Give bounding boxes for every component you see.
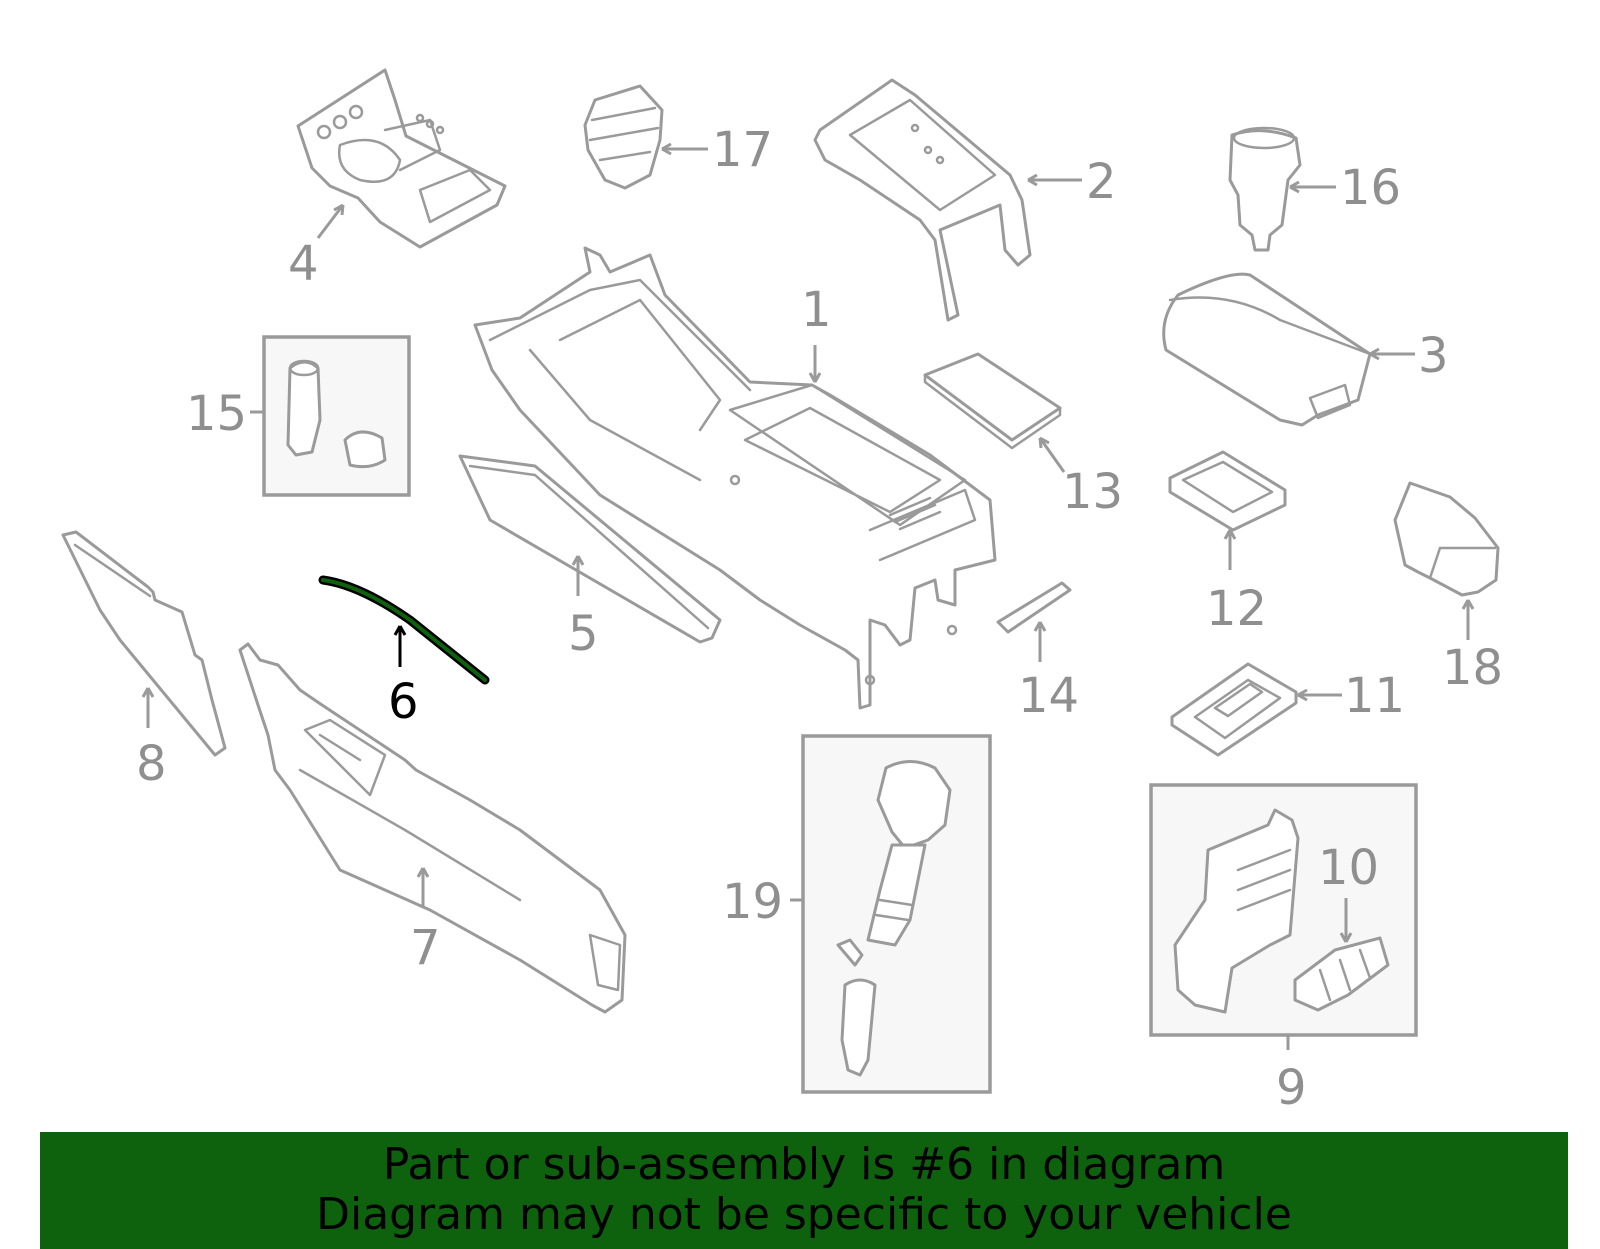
callout-10[interactable]: 10	[1318, 840, 1379, 896]
callout-14[interactable]: 14	[1018, 668, 1079, 724]
part-15-lighter[interactable]	[286, 359, 387, 469]
callout-15[interactable]: 15	[186, 386, 247, 442]
callout-5[interactable]: 5	[568, 606, 599, 662]
part-8-side-panel[interactable]	[61, 530, 227, 757]
callout-7[interactable]: 7	[410, 920, 441, 976]
part-10-cup-insert[interactable]	[1293, 936, 1390, 1012]
callout-4[interactable]: 4	[288, 236, 319, 292]
part-3-armrest-lid[interactable]	[1162, 272, 1372, 427]
callout-8[interactable]: 8	[136, 736, 167, 792]
callout-13[interactable]: 13	[1062, 464, 1123, 520]
part-2-bracket[interactable]	[813, 78, 1032, 322]
callout-16[interactable]: 16	[1340, 160, 1401, 216]
part-6-trim-strip[interactable]	[318, 575, 490, 685]
callout-6[interactable]: 6	[388, 674, 419, 730]
info-banner: Part or sub-assembly is #6 in diagram Di…	[40, 1132, 1568, 1249]
part-12-tray[interactable]	[1168, 450, 1287, 532]
part-16-power-socket[interactable]	[1228, 126, 1302, 252]
callout-3[interactable]: 3	[1418, 328, 1449, 384]
callout-1[interactable]: 1	[801, 282, 832, 338]
banner-line-1: Part or sub-assembly is #6 in diagram	[382, 1139, 1226, 1190]
part-11-coin-tray[interactable]	[1170, 662, 1298, 757]
part-1-console-body[interactable]	[473, 246, 997, 710]
part-7-lower-panel[interactable]	[238, 642, 627, 1014]
callout-19[interactable]: 19	[722, 874, 783, 930]
part-18-switch[interactable]	[1393, 481, 1500, 597]
part-19-shift-knob[interactable]	[836, 760, 952, 1077]
callout-17[interactable]: 17	[712, 122, 773, 178]
part-13-pad[interactable]	[923, 352, 1062, 450]
banner-line-2: Diagram may not be specific to your vehi…	[316, 1189, 1292, 1240]
callout-9[interactable]: 9	[1276, 1060, 1307, 1116]
part-14-strip[interactable]	[996, 581, 1072, 634]
callout-12[interactable]: 12	[1206, 581, 1267, 637]
callout-18[interactable]: 18	[1442, 640, 1503, 696]
callout-2[interactable]: 2	[1086, 154, 1117, 210]
part-9-cup-holder[interactable]	[1173, 808, 1300, 1014]
part-5-side-trim[interactable]	[458, 454, 722, 644]
part-17-switch[interactable]	[583, 84, 664, 190]
part-4-shifter-bezel[interactable]	[296, 68, 507, 249]
callout-11[interactable]: 11	[1344, 668, 1405, 724]
